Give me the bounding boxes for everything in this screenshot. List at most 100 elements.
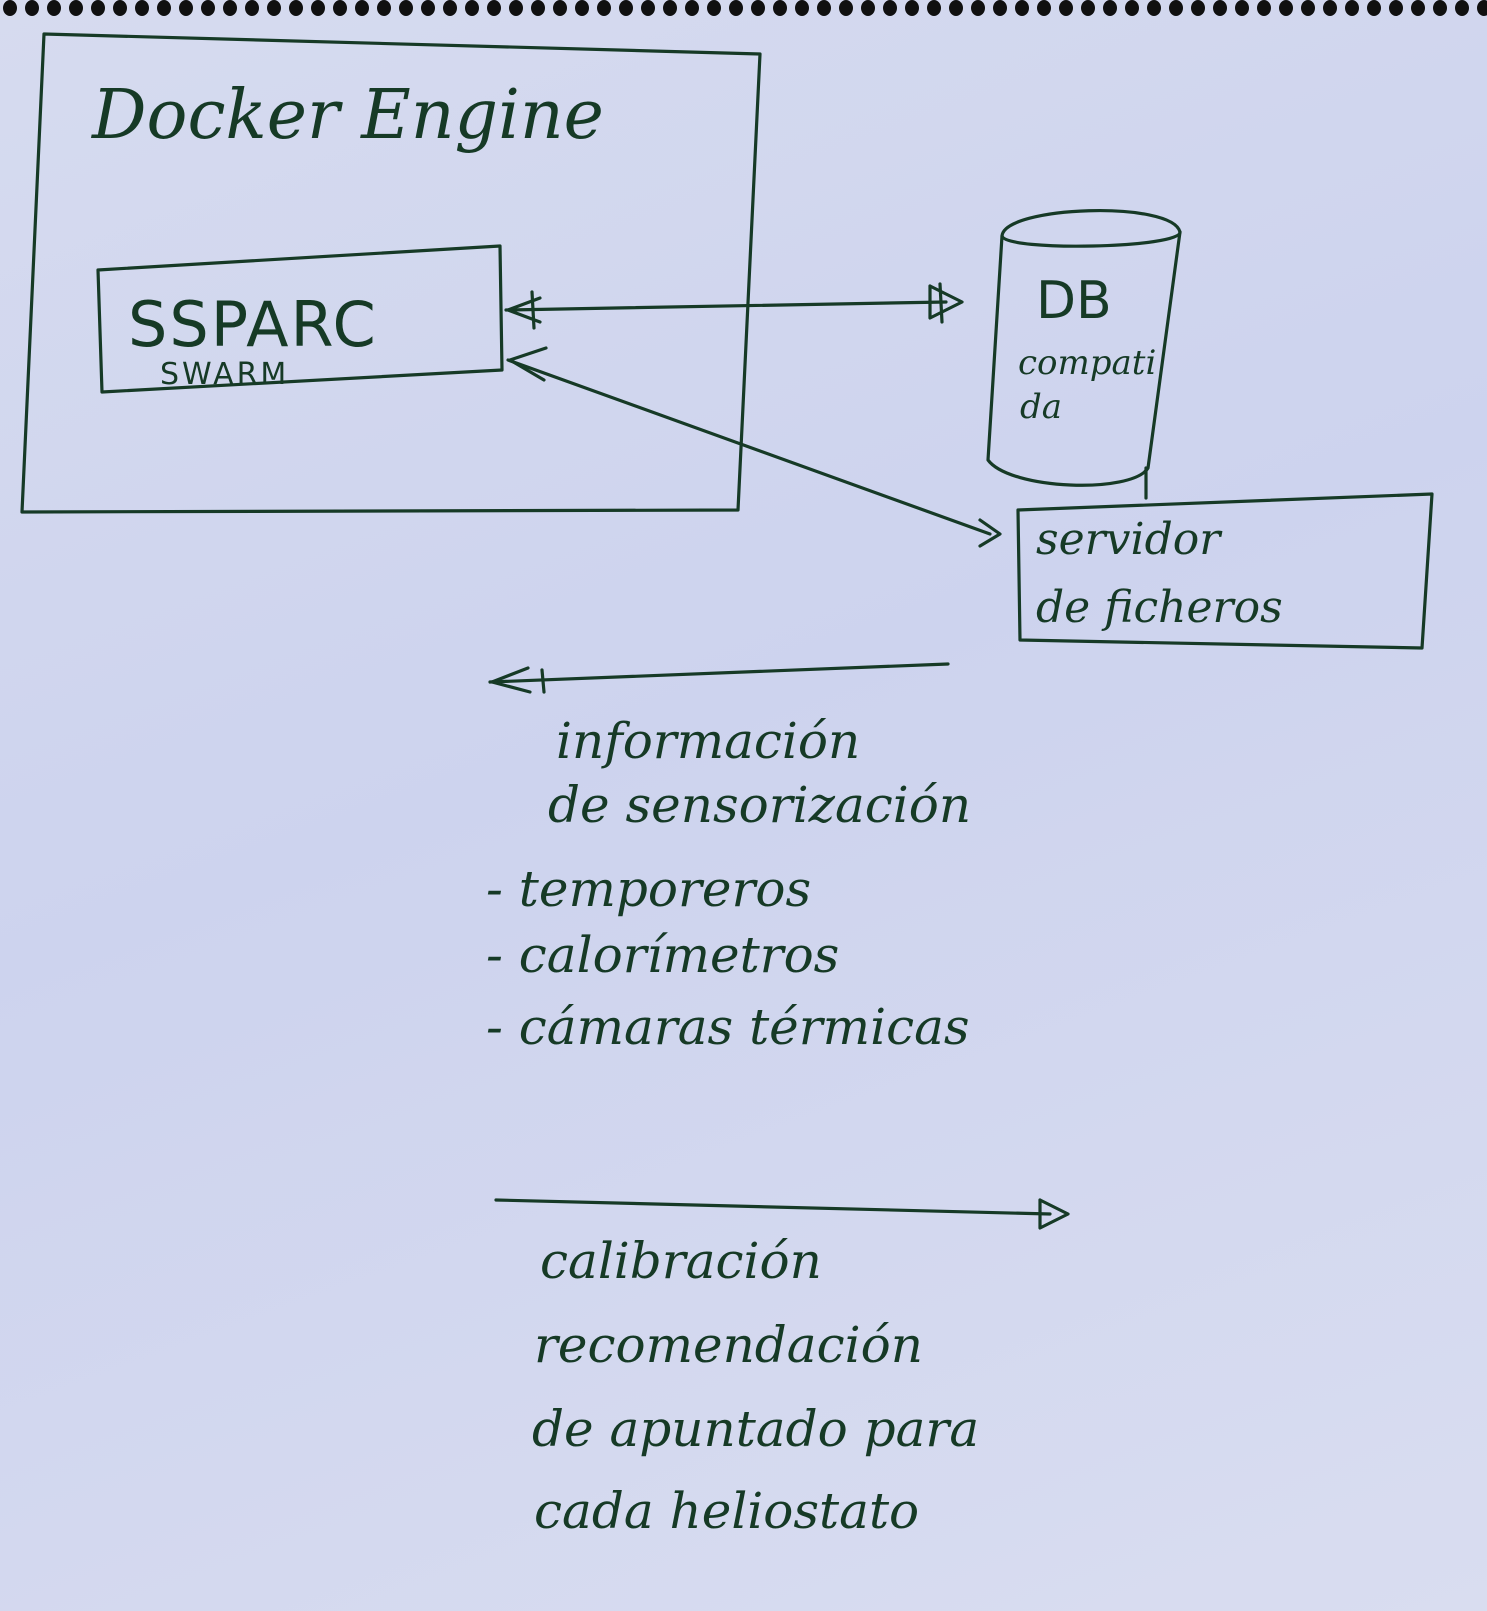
ssparc-db-tick-right xyxy=(938,282,944,324)
spiral-ring xyxy=(575,0,589,16)
incoming-arrow-tick xyxy=(540,668,546,694)
outgoing-line2: recomendación xyxy=(534,1316,923,1374)
spiral-ring xyxy=(421,0,435,16)
spiral-ring xyxy=(201,0,215,16)
incoming-arrow-line xyxy=(488,662,950,684)
spiral-ring xyxy=(1191,0,1205,16)
spiral-ring xyxy=(663,0,677,16)
spiral-ring xyxy=(685,0,699,16)
spiral-ring xyxy=(179,0,193,16)
spiral-ring xyxy=(311,0,325,16)
spiral-ring xyxy=(729,0,743,16)
spiral-ring xyxy=(531,0,545,16)
file-server-box xyxy=(1016,492,1434,650)
spiral-ring xyxy=(751,0,765,16)
db-cylinder-body xyxy=(986,230,1182,487)
spiral-ring xyxy=(795,0,809,16)
ssparc-box xyxy=(96,244,504,394)
spiral-ring xyxy=(3,0,17,16)
spiral-ring xyxy=(839,0,853,16)
docker-engine-box xyxy=(20,32,762,514)
spiral-ring xyxy=(1323,0,1337,16)
spiral-ring xyxy=(1301,0,1315,16)
spiral-ring xyxy=(1389,0,1403,16)
spiral-ring xyxy=(91,0,105,16)
spiral-ring xyxy=(1213,0,1227,16)
spiral-ring xyxy=(157,0,171,16)
spiral-ring xyxy=(69,0,83,16)
spiral-ring xyxy=(377,0,391,16)
incoming-item-2: - calorímetros xyxy=(486,926,839,984)
spiral-ring xyxy=(707,0,721,16)
spiral-ring xyxy=(355,0,369,16)
incoming-line1: información xyxy=(556,712,860,770)
spiral-ring xyxy=(905,0,919,16)
spiral-ring xyxy=(861,0,875,16)
spiral-ring xyxy=(135,0,149,16)
db-line2: da xyxy=(1020,387,1062,427)
ssparc-db-tick xyxy=(530,290,536,330)
spiral-ring xyxy=(1147,0,1161,16)
spiral-ring xyxy=(509,0,523,16)
spiral-ring xyxy=(1411,0,1425,16)
spiral-ring xyxy=(619,0,633,16)
file-server-line2: de ficheros xyxy=(1036,582,1283,633)
spiral-ring xyxy=(267,0,281,16)
spiral-ring xyxy=(25,0,39,16)
file-server-line1: servidor xyxy=(1036,514,1223,565)
spiral-ring xyxy=(47,0,61,16)
docker-engine-label: Docker Engine xyxy=(90,76,604,155)
spiral-ring xyxy=(487,0,501,16)
spiral-ring xyxy=(1081,0,1095,16)
spiral-ring xyxy=(333,0,347,16)
ssparc-label: SSPARC xyxy=(128,288,378,361)
spiral-ring xyxy=(641,0,655,16)
spiral-ring xyxy=(1015,0,1029,16)
outgoing-arrow-line xyxy=(494,1198,1052,1216)
ssparc-fileserver-connection xyxy=(506,358,992,536)
spiral-ring xyxy=(289,0,303,16)
spiral-ring xyxy=(1235,0,1249,16)
incoming-item-1: - temporeros xyxy=(486,860,811,918)
spiral-ring xyxy=(1059,0,1073,16)
notebook-spiral-binding xyxy=(3,0,1487,16)
spiral-ring xyxy=(597,0,611,16)
spiral-ring xyxy=(1257,0,1271,16)
spiral-ring xyxy=(927,0,941,16)
outgoing-arrowhead xyxy=(1038,1198,1070,1230)
ssparc-db-connection xyxy=(504,300,948,312)
spiral-ring xyxy=(465,0,479,16)
spiral-ring xyxy=(1037,0,1051,16)
incoming-line2: de sensorización xyxy=(548,776,971,834)
ssparc-db-arrowhead-left xyxy=(506,296,542,324)
spiral-ring xyxy=(883,0,897,16)
db-label: DB xyxy=(1036,271,1112,331)
spiral-ring xyxy=(399,0,413,16)
db-cylinder-top xyxy=(1000,209,1182,248)
spiral-ring xyxy=(1433,0,1447,16)
spiral-ring xyxy=(1279,0,1293,16)
spiral-ring xyxy=(1455,0,1469,16)
spiral-ring xyxy=(223,0,237,16)
incoming-arrowhead xyxy=(490,666,532,694)
spiral-ring xyxy=(949,0,963,16)
spiral-ring xyxy=(817,0,831,16)
incoming-item-3: - cámaras térmicas xyxy=(486,998,970,1056)
ssparc-swarm-label: SWARM xyxy=(160,357,289,392)
spiral-ring xyxy=(1169,0,1183,16)
spiral-ring xyxy=(1367,0,1381,16)
db-line1: compati xyxy=(1018,343,1156,383)
spiral-ring xyxy=(553,0,567,16)
spiral-ring xyxy=(971,0,985,16)
outgoing-line1: calibración xyxy=(540,1232,822,1290)
spiral-ring xyxy=(1103,0,1117,16)
spiral-ring xyxy=(443,0,457,16)
spiral-ring xyxy=(113,0,127,16)
ssparc-fileserver-arrowhead-left xyxy=(508,346,548,382)
spiral-ring xyxy=(1345,0,1359,16)
spiral-ring xyxy=(1125,0,1139,16)
spiral-ring xyxy=(993,0,1007,16)
spiral-ring xyxy=(245,0,259,16)
outgoing-line3: de apuntado para xyxy=(532,1400,979,1458)
